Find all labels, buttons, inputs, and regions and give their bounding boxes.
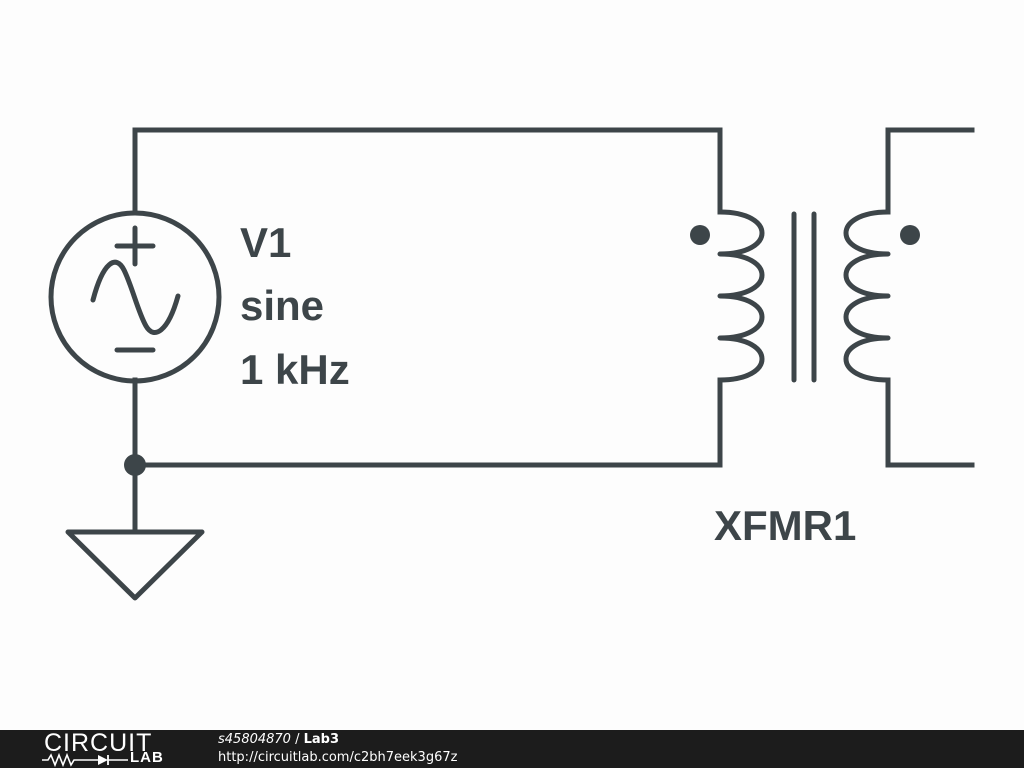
secondary-top-wire <box>885 127 975 215</box>
bottom-wire <box>132 377 723 468</box>
secondary-bottom-wire <box>885 377 975 468</box>
primary-polarity-dot <box>690 225 710 245</box>
footer-bar: CIRCUIT LAB s45804870 / Lab3 http://circ… <box>0 730 1024 768</box>
project-link[interactable]: Lab3 <box>303 732 340 747</box>
circuit-url-link[interactable]: http://circuitlab.com/c2bh7eek3g67z <box>218 750 458 765</box>
wires <box>132 127 975 535</box>
transformer-icon <box>690 209 920 383</box>
primary-winding <box>717 209 765 383</box>
user-link[interactable]: s45804870 <box>218 732 291 747</box>
ground-icon <box>65 529 205 601</box>
path-separator: / <box>290 732 304 747</box>
top-wire <box>132 127 723 215</box>
transformer-ref-label: XFMR1 <box>714 502 856 549</box>
source-frequency-label: 1 kHz <box>240 346 350 393</box>
brand-wordmark-lab[interactable]: LAB <box>130 749 164 766</box>
source-ref-label: V1 <box>240 219 291 266</box>
resistor-diode-logo-icon <box>42 753 128 767</box>
brand-wordmark-circuit[interactable]: CIRCUIT <box>44 729 153 757</box>
sine-source-icon <box>48 210 222 384</box>
project-path: s45804870 / Lab3 <box>218 732 339 748</box>
source-type-label: sine <box>240 282 324 329</box>
secondary-polarity-dot <box>900 225 920 245</box>
secondary-winding <box>843 209 891 383</box>
junction-dot <box>124 454 146 476</box>
